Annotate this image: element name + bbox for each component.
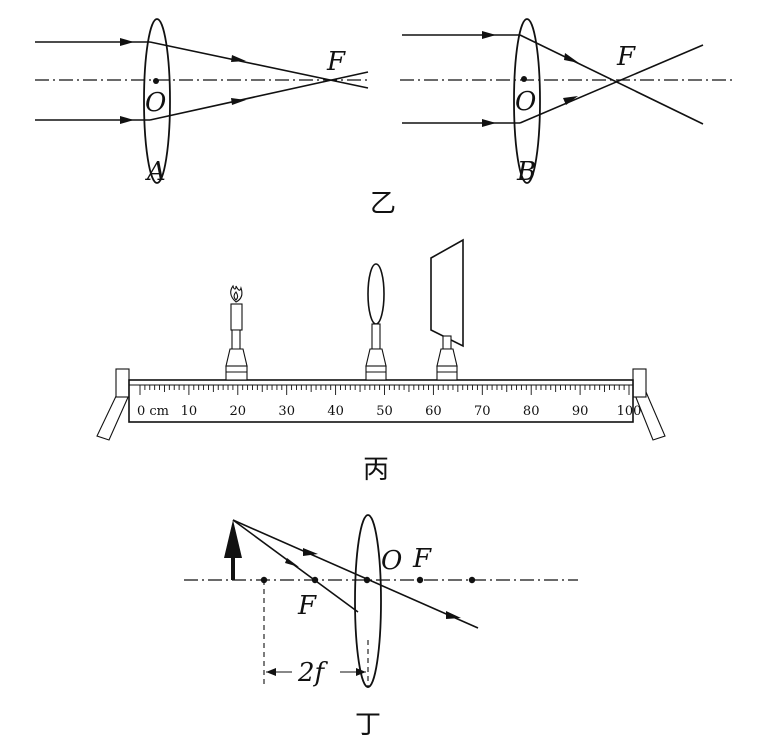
point-center [363, 576, 371, 584]
ray-through-center [232, 519, 479, 629]
optical-bench: 0 cm 10 20 30 40 50 60 70 80 90 100 [96, 238, 666, 441]
caption-yi: 乙 [370, 189, 396, 219]
caption-bing: 丙 [363, 455, 389, 485]
candle [225, 284, 248, 381]
arrow-icon [231, 98, 246, 105]
label-lens-a: A [145, 157, 166, 187]
label-focus-right: F [412, 544, 432, 574]
lens-b-diagram: O F B [400, 18, 735, 187]
label-center-a: O [145, 88, 166, 118]
arrow-icon [563, 96, 578, 105]
bench-lens-glass [367, 263, 385, 325]
ruler-labels: 10 20 30 40 50 60 70 80 90 100 [181, 404, 642, 419]
convex-lens-a [143, 18, 171, 184]
arrow-icon [120, 116, 134, 124]
ruler-label: 60 [425, 404, 442, 419]
ruler-label: 90 [572, 404, 589, 419]
arrow-icon [231, 55, 246, 62]
label-lens-b: B [516, 157, 536, 187]
ruler-label: 40 [327, 404, 344, 419]
ruler-label: 80 [523, 404, 540, 419]
label-center-b: O [515, 87, 536, 117]
label-focus-left: F [297, 591, 317, 621]
convex-lens-b [513, 18, 541, 184]
candle-holder [231, 329, 241, 350]
screen-panel [430, 238, 464, 348]
optical-center-b [521, 76, 527, 82]
ruler-label: 50 [376, 404, 393, 419]
bench-lens-stand [365, 348, 387, 367]
flame-inner-icon [233, 291, 239, 301]
ruler-label: 30 [278, 404, 295, 419]
ruler-ticks [139, 385, 630, 395]
refracted-ray-a-bottom [149, 71, 369, 121]
label-2f: 2f [297, 658, 329, 688]
label-center-ding: O [381, 546, 402, 576]
flame-icon [230, 284, 243, 303]
ruler-label: 70 [474, 404, 491, 419]
candle-stand [225, 348, 248, 367]
light-screen [430, 238, 464, 381]
bench-lens-holder [371, 323, 381, 350]
screen-stand [436, 348, 458, 367]
point-2f-right [468, 576, 476, 584]
bench-post-left [115, 368, 130, 398]
optical-center-a [153, 78, 159, 84]
arrow-icon [446, 611, 461, 619]
bench-leg-left [96, 391, 130, 441]
arrow-icon [120, 38, 134, 46]
bench-lens [365, 263, 387, 381]
point-focus-right [416, 576, 424, 584]
lens-a-diagram: O F A [35, 18, 370, 187]
arrow-left-icon [266, 668, 276, 676]
label-focus-b: F [616, 42, 636, 72]
bench-lens-base [365, 365, 387, 381]
candle-body [230, 303, 243, 331]
caption-ding: 丁 [355, 710, 381, 740]
label-focus-a: F [326, 47, 346, 77]
screen-base [436, 365, 458, 381]
point-focus-left [311, 576, 319, 584]
refracted-ray-b-top [519, 34, 704, 125]
arrow-icon [303, 548, 318, 556]
arrow-icon [482, 119, 496, 127]
ray-diagram-ding: 2f O F F [184, 514, 578, 688]
refracted-ray-b-bottom [519, 44, 704, 124]
arrow-icon [482, 31, 496, 39]
screen-holder [442, 335, 452, 350]
ruler-label: 100 [617, 404, 642, 419]
bench-post-right [632, 368, 647, 398]
object-arrow-head-icon [224, 520, 242, 558]
arrow-icon [285, 558, 299, 567]
ruler-label: 10 [181, 404, 198, 419]
arrow-right-icon [356, 668, 366, 676]
ruler-label: 20 [230, 404, 247, 419]
ruler-zero-label: 0 cm [137, 404, 169, 419]
candle-base [225, 365, 248, 381]
arrow-icon [564, 53, 579, 63]
